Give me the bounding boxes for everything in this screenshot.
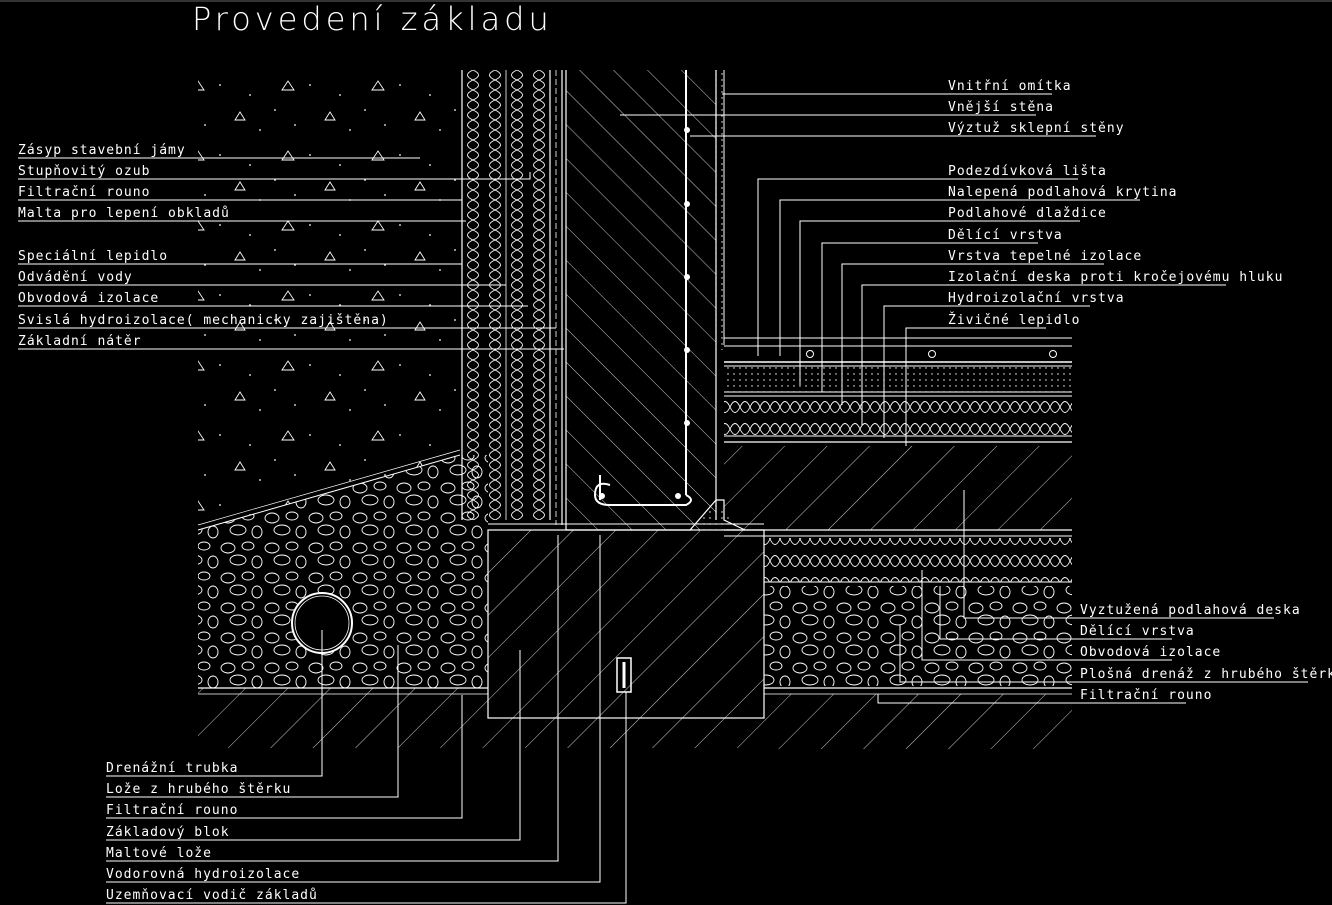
leaders-right-bottom	[877, 490, 1308, 704]
label-floor-covering: Nalepená podlahová krytina	[948, 185, 1178, 200]
leaders-bottom	[106, 535, 627, 904]
label-perimeter-insulation-upper: Obvodová izolace	[18, 291, 160, 306]
floor-buildup	[724, 337, 1072, 749]
label-mortar-bed: Maltové lože	[106, 846, 212, 861]
label-filter-fleece-lower: Filtrační rouno	[106, 803, 239, 818]
label-water-drainage: Odvádění vody	[18, 270, 133, 285]
drawing-title: Provedení základu	[192, 0, 553, 38]
label-separating-layer-upper: Dělící vrstva	[948, 228, 1063, 243]
label-reinforced-slab: Vyztužená podlahová deska	[1080, 603, 1301, 618]
label-gravel-bed: Lože z hrubého štěrku	[106, 782, 292, 797]
label-floor-tiles: Podlahové dlaždice	[948, 206, 1107, 221]
label-tile-mortar: Malta pro lepení obkladů	[18, 206, 230, 221]
label-grounding-conductor: Uzemňovací vodič základů	[106, 888, 318, 903]
basement-wall	[565, 70, 746, 531]
label-skirting: Podezdívková lišta	[948, 164, 1107, 179]
perimeter-insulation	[461, 70, 563, 525]
ground-outer	[198, 687, 488, 748]
label-interior-plaster: Vnitřní omítka	[948, 79, 1072, 94]
label-backfill: Zásyp stavební jámy	[18, 143, 186, 158]
label-vertical-waterproofing: Svislá hydroizolace( mechanicky zajištěn…	[18, 313, 389, 328]
label-drain-pipe: Drenážní trubka	[106, 761, 239, 776]
label-stepped-ledge: Stupňovitý ozub	[18, 164, 151, 179]
label-primer: Základní nátěr	[18, 334, 142, 349]
label-wall-reinforcement: Výztuž sklepní stěny	[948, 121, 1125, 136]
label-foundation-block: Základový blok	[106, 825, 230, 840]
backfill-soil	[198, 70, 460, 530]
label-separating-layer-lower: Dělící vrstva	[1080, 624, 1195, 639]
label-perimeter-insulation-lower: Obvodová izolace	[1080, 645, 1222, 660]
label-filter-fleece-right: Filtrační rouno	[1080, 688, 1213, 703]
label-filter-fleece-upper: Filtrační rouno	[18, 185, 151, 200]
label-gravel-drainage: Plošná drenáž z hrubého štěrku	[1080, 667, 1332, 682]
label-thermal-insulation: Vrstva tepelné izolace	[948, 249, 1143, 264]
leaders-left	[18, 157, 564, 350]
leaders-right-top	[620, 93, 1226, 446]
label-exterior-wall: Vnější stěna	[948, 100, 1054, 115]
label-special-adhesive: Speciální lepidlo	[18, 249, 169, 264]
gravel-bed-outer	[197, 449, 488, 688]
label-bitumen-adhesive: Živičné lepidlo	[948, 313, 1081, 328]
label-horizontal-waterproofing: Vodorovná hydroizolace	[106, 867, 301, 882]
label-impact-sound-board: Izolační deska proti kročejovému hluku	[948, 270, 1284, 285]
label-waterproofing-layer: Hydroizolační vrstva	[948, 291, 1125, 306]
